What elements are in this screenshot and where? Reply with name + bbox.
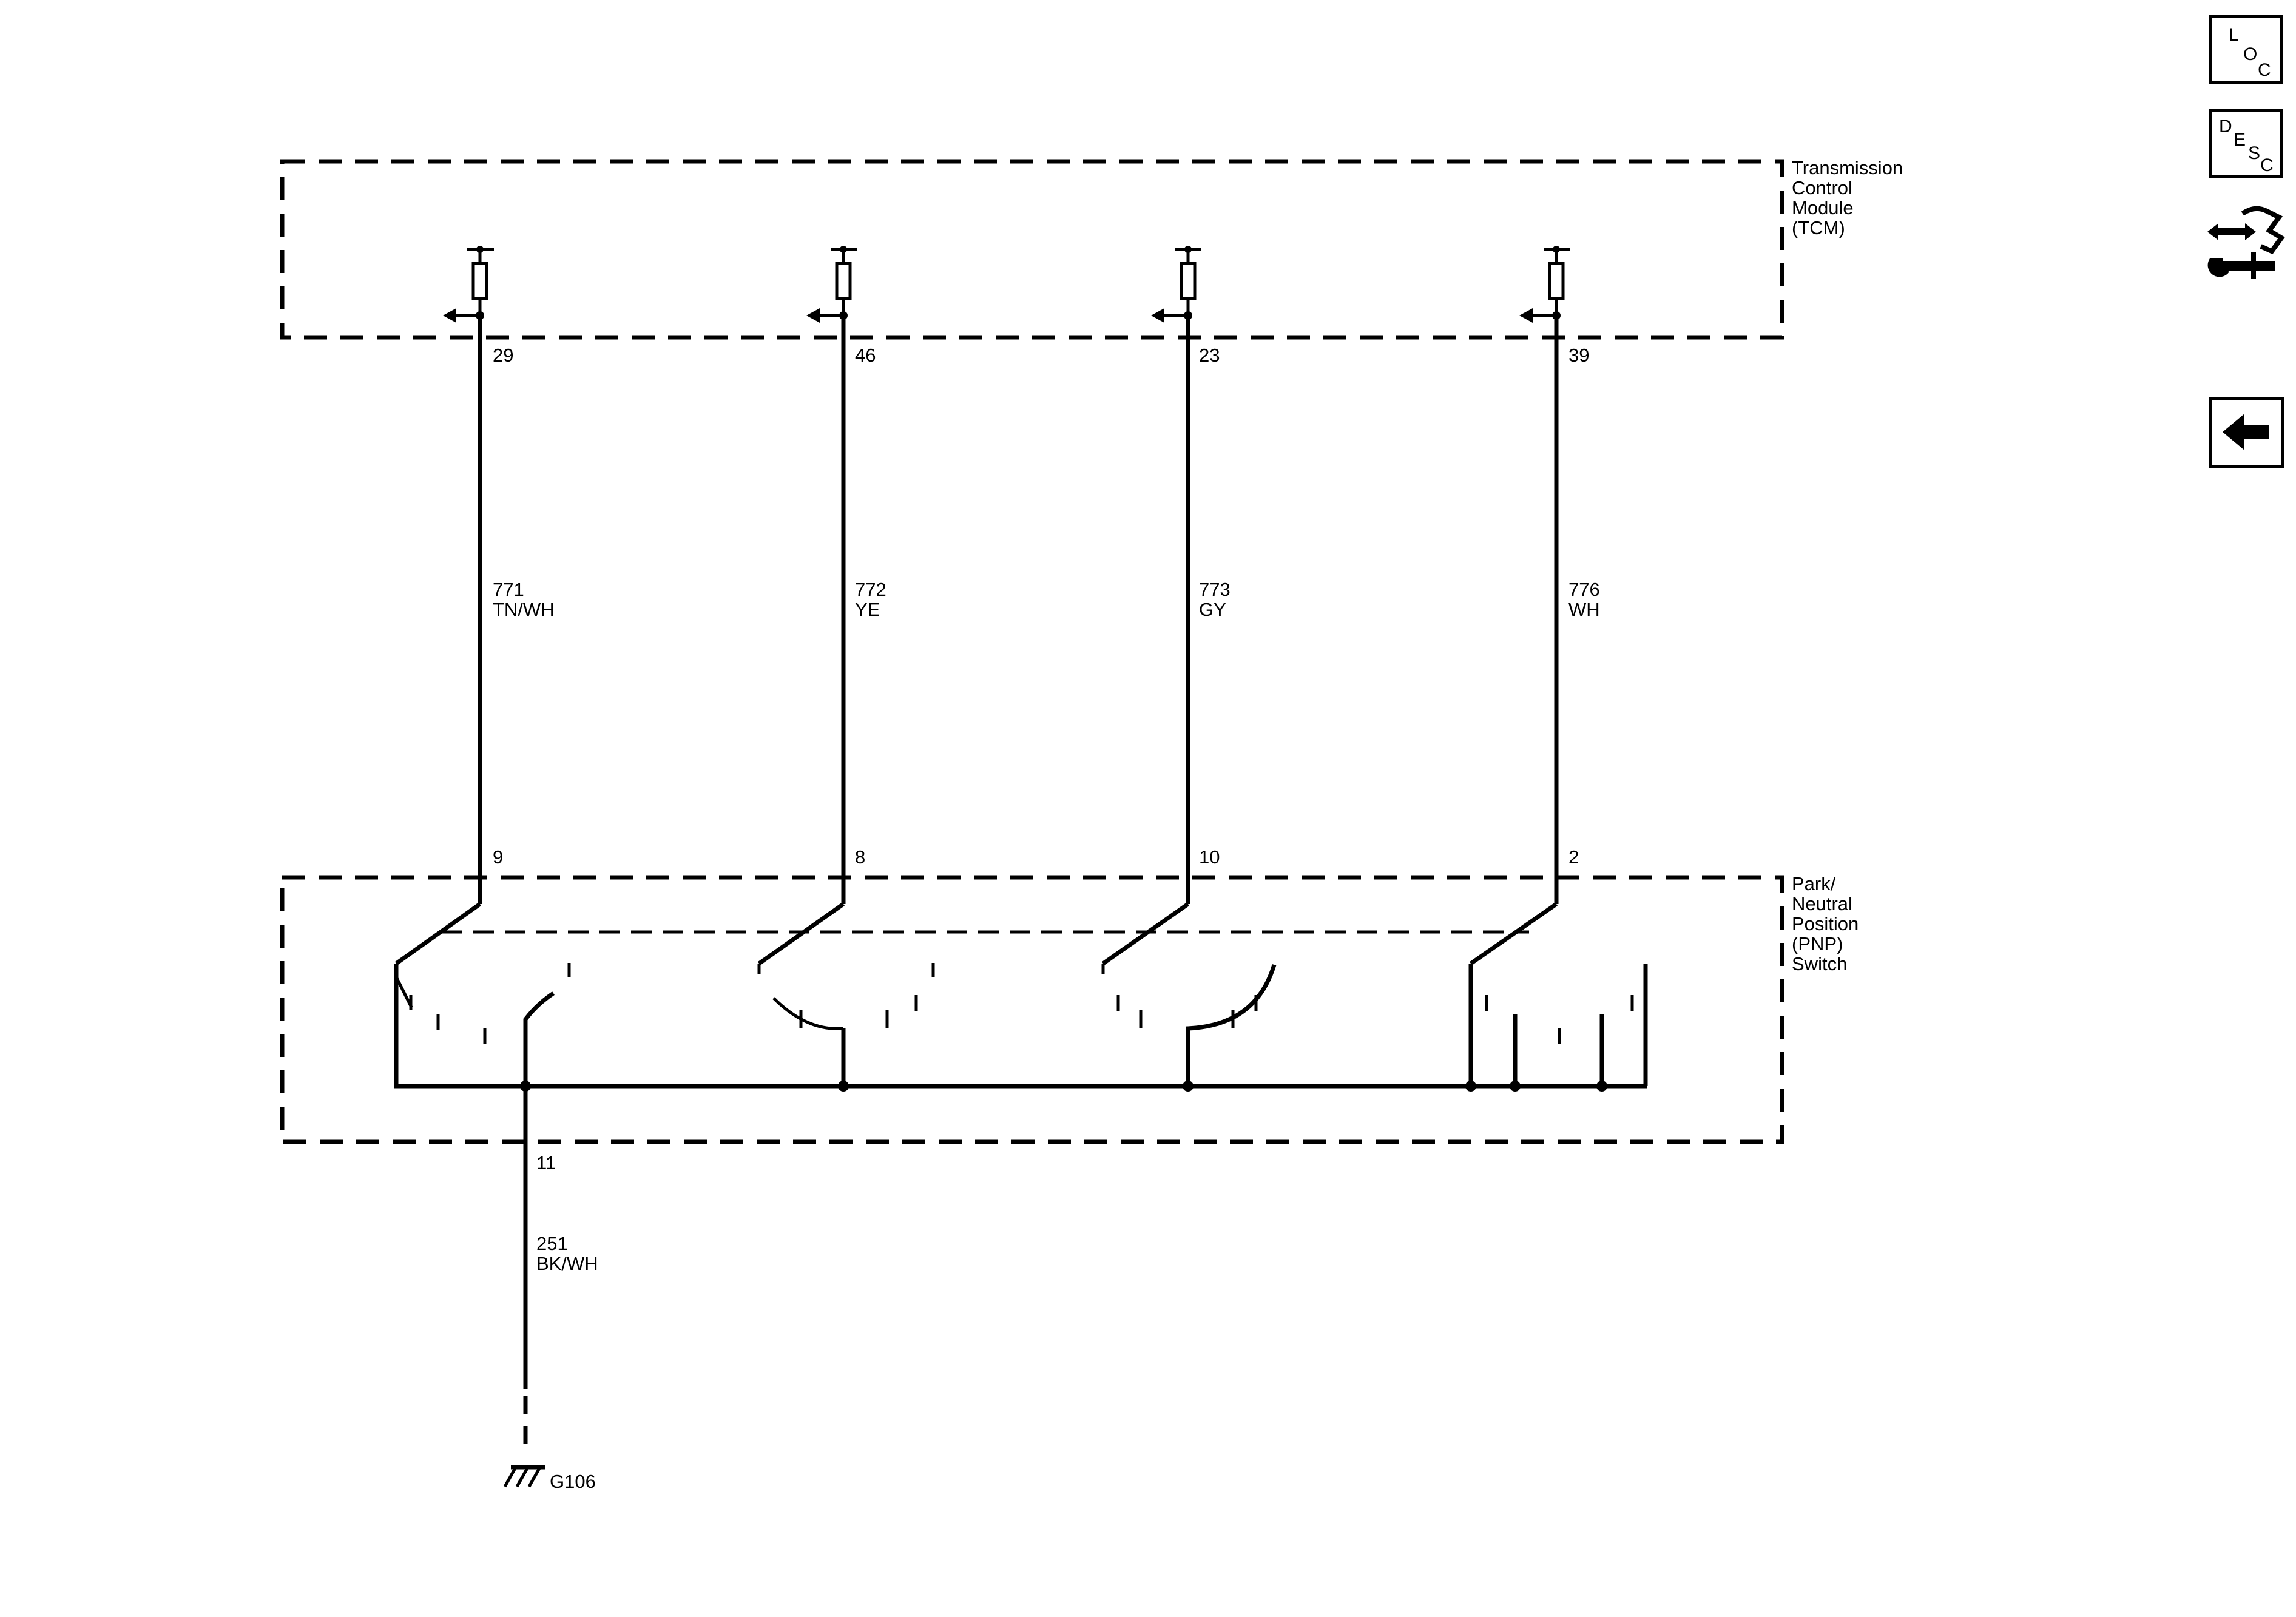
pnp-switch-box xyxy=(280,875,1784,1144)
switch-pin-2: 2 xyxy=(1568,846,1579,868)
circuit-number-771: 771 xyxy=(493,579,524,600)
wire-color-tn-wh: TN/WH xyxy=(493,599,555,620)
desc-icon: D E S C xyxy=(2219,116,2274,175)
wire-color-bk-wh: BK/WH xyxy=(536,1253,598,1274)
circuit-number-251: 251 xyxy=(536,1233,568,1254)
svg-text:Control: Control xyxy=(1792,177,1852,198)
tcm-label: Transmission Control Module (TCM) xyxy=(1792,157,1903,238)
switch-pin-8: 8 xyxy=(855,846,865,868)
pnp-switch-label: Park/ Neutral Position (PNP) Switch xyxy=(1792,873,1859,974)
loc-icon: L O C xyxy=(2229,25,2271,80)
circuit-number-776: 776 xyxy=(1568,579,1600,600)
ground-label-g106: G106 xyxy=(550,1471,596,1492)
back-button[interactable] xyxy=(2209,397,2284,468)
tcm-pin-39: 39 xyxy=(1568,345,1589,366)
ground-circuit-251: 11 251 BK/WH G106 xyxy=(503,1086,598,1492)
svg-text:Park/: Park/ xyxy=(1792,873,1836,894)
switch-pin-9: 9 xyxy=(493,846,503,868)
switch-pin-10: 10 xyxy=(1199,846,1220,868)
wire-color-gy: GY xyxy=(1199,599,1226,620)
back-arrow-icon xyxy=(2223,414,2269,450)
tcm-pullup-resistor-icon xyxy=(806,246,857,323)
connector-service-button[interactable] xyxy=(2206,203,2285,283)
circuit-773: 23 773 GY 10 xyxy=(1151,246,1231,904)
circuit-772: 46 772 YE 8 xyxy=(806,246,886,904)
circuit-number-773: 773 xyxy=(1199,579,1231,600)
ground-icon xyxy=(503,1465,545,1488)
svg-text:Switch: Switch xyxy=(1792,953,1847,974)
connector-wrench-icon xyxy=(2207,206,2285,279)
wire-color-ye: YE xyxy=(855,599,880,620)
loc-button[interactable]: L O C xyxy=(2209,15,2283,84)
svg-text:C: C xyxy=(2260,155,2274,175)
tcm-pin-23: 23 xyxy=(1199,345,1220,366)
svg-text:Position: Position xyxy=(1792,913,1859,934)
svg-text:S: S xyxy=(2248,143,2260,163)
svg-text:Neutral: Neutral xyxy=(1792,893,1852,914)
tcm-pullup-resistor-icon xyxy=(1151,246,1201,323)
svg-text:O: O xyxy=(2243,44,2257,64)
svg-text:(TCM): (TCM) xyxy=(1792,217,1845,238)
tcm-pin-29: 29 xyxy=(493,345,513,366)
svg-text:C: C xyxy=(2258,60,2271,80)
svg-text:Transmission: Transmission xyxy=(1792,157,1903,178)
tcm-pullup-resistor-icon xyxy=(443,246,494,323)
svg-text:(PNP): (PNP) xyxy=(1792,933,1843,954)
tcm-pin-46: 46 xyxy=(855,345,876,366)
svg-text:L: L xyxy=(2229,25,2239,45)
wire-color-wh: WH xyxy=(1568,599,1600,620)
circuit-771: 29 771 TN/WH 9 xyxy=(443,246,555,904)
tcm-box xyxy=(280,159,1784,340)
circuit-number-772: 772 xyxy=(855,579,886,600)
svg-text:Module: Module xyxy=(1792,197,1854,218)
pnp-switch-contacts xyxy=(394,902,1648,1092)
circuit-776: 39 776 WH 2 xyxy=(1519,246,1600,904)
svg-text:E: E xyxy=(2234,130,2246,150)
tcm-pullup-resistor-icon xyxy=(1519,246,1570,323)
switch-pin-11: 11 xyxy=(536,1152,556,1173)
desc-button[interactable]: D E S C xyxy=(2209,109,2283,178)
svg-text:D: D xyxy=(2219,116,2232,137)
